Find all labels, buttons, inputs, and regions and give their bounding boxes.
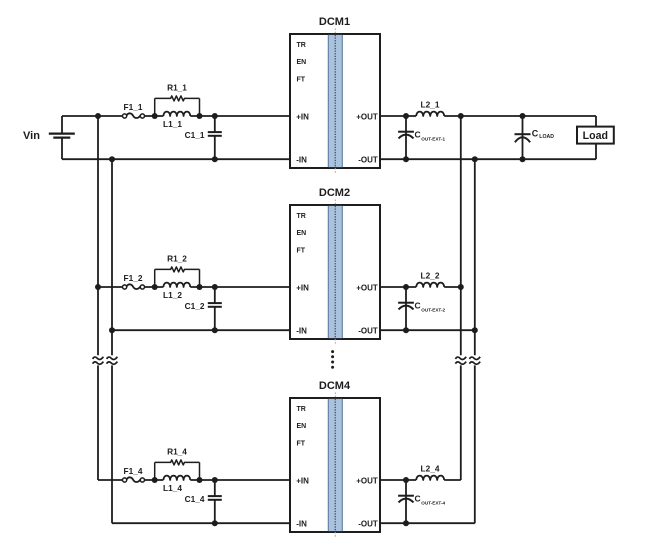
svg-text:F1_2: F1_2 <box>124 273 143 283</box>
svg-text:+OUT: +OUT <box>356 112 378 121</box>
svg-text:EN: EN <box>297 423 307 430</box>
svg-text:TR: TR <box>297 406 306 413</box>
svg-text:Vin: Vin <box>23 130 40 142</box>
svg-text:+IN: +IN <box>296 476 309 485</box>
svg-text:-OUT: -OUT <box>358 156 378 165</box>
svg-text:EN: EN <box>297 59 307 66</box>
svg-text:FT: FT <box>297 77 306 84</box>
svg-text:-OUT: -OUT <box>358 520 378 529</box>
svg-text:C: C <box>415 494 421 504</box>
svg-text:C1_4: C1_4 <box>185 494 205 504</box>
svg-text:OUT-EXT-2: OUT-EXT-2 <box>421 308 445 313</box>
svg-text:DCM2: DCM2 <box>319 187 350 199</box>
svg-text:EN: EN <box>297 230 307 237</box>
svg-text:L2_2: L2_2 <box>421 271 440 281</box>
svg-text:+OUT: +OUT <box>356 283 378 292</box>
svg-text:L2_1: L2_1 <box>421 100 440 110</box>
svg-text:TR: TR <box>297 42 306 49</box>
svg-text:R1_4: R1_4 <box>167 447 187 457</box>
svg-text:R1_2: R1_2 <box>167 254 187 264</box>
svg-text:LOAD: LOAD <box>539 134 554 140</box>
svg-text:TR: TR <box>297 213 306 220</box>
svg-text:C1_1: C1_1 <box>185 130 205 140</box>
svg-text:C: C <box>532 128 539 138</box>
svg-text:+IN: +IN <box>296 283 309 292</box>
svg-text:DCM4: DCM4 <box>319 380 351 392</box>
svg-text:-IN: -IN <box>296 156 307 165</box>
svg-text:-IN: -IN <box>296 520 307 529</box>
svg-text:Load: Load <box>583 130 608 142</box>
svg-text:L1_1: L1_1 <box>163 119 182 129</box>
svg-text:L1_2: L1_2 <box>163 290 182 300</box>
svg-text:L2_4: L2_4 <box>421 464 440 474</box>
svg-text:OUT-EXT-1: OUT-EXT-1 <box>421 137 445 142</box>
svg-text:+IN: +IN <box>296 112 309 121</box>
svg-text:DCM1: DCM1 <box>319 16 350 28</box>
svg-text:F1_4: F1_4 <box>124 466 143 476</box>
svg-text:C: C <box>415 130 421 140</box>
svg-text:F1_1: F1_1 <box>124 102 143 112</box>
svg-text:OUT-EXT-4: OUT-EXT-4 <box>421 501 445 506</box>
svg-text:-IN: -IN <box>296 327 307 336</box>
svg-text:L1_4: L1_4 <box>163 483 182 493</box>
svg-text:C: C <box>415 301 421 311</box>
svg-text:R1_1: R1_1 <box>167 83 187 93</box>
svg-text:+OUT: +OUT <box>356 476 378 485</box>
svg-text:C1_2: C1_2 <box>185 301 205 311</box>
svg-text:-OUT: -OUT <box>358 327 378 336</box>
svg-text:FT: FT <box>297 248 306 255</box>
svg-text:FT: FT <box>297 441 306 448</box>
